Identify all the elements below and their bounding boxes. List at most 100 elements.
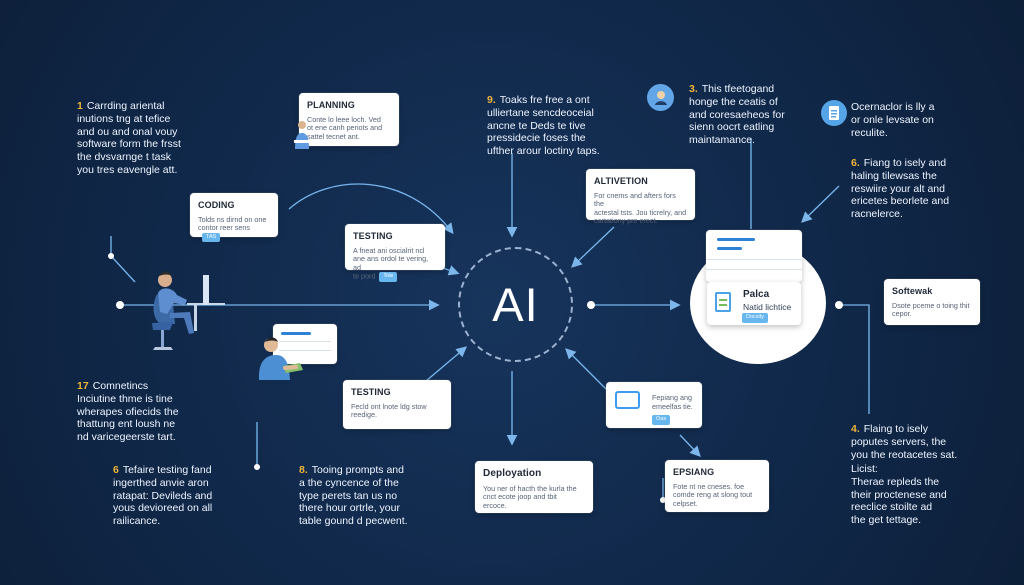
left-text-3-line-5: railicance. [113, 515, 161, 528]
middle-top-text-line-2: ulliertane sencdeoceial [487, 106, 594, 119]
coding-card-desc-1: Tolds ns dirnd on one [198, 214, 267, 224]
right-text-1-line-2: honge the ceatis of [689, 95, 778, 108]
middle-bottom-text-number: 8. [299, 464, 308, 476]
middle-top-text-line-4: pressidecie foses the [487, 132, 586, 145]
left-text-2-line-2: Inciutine thme is tine [77, 392, 173, 405]
left-text-3-line-3: ratapat: Devileds and [113, 489, 213, 502]
right-text-5-line-4: reeclice stoilte ad [851, 501, 933, 514]
left-text-2-line-3: wherapes ofiecids the [77, 405, 179, 418]
left-node-dot [116, 301, 124, 309]
testing-top-card-title: TESTING [353, 231, 393, 241]
user-preview-separator-2 [279, 350, 331, 351]
right-text-3-number: 6. [851, 157, 860, 169]
right-text-3-line-2: haling tilewsas the [851, 169, 937, 182]
code-window-pill: Oas [652, 415, 671, 425]
testing-bottom-card: TESTING Fecld ont lnote ldg stow reedige… [343, 380, 451, 429]
right-text-3-line-4: ericetes beorlete and [851, 195, 950, 208]
user-preview-separator-1 [279, 341, 331, 342]
left-text-2-line-5: nd varicegeerste tart. [77, 431, 176, 444]
middle-bottom-text-line-2: a the cyncence of the [299, 476, 399, 489]
deployation-card-desc-3: ercoce. [483, 500, 507, 510]
right-text-3: 6.Fiang to isely and haling tilewsas the… [851, 157, 961, 221]
right-text-5-line-1: Licist: [851, 463, 878, 475]
right-text-1-line-1: 3.This tfeetogand [689, 83, 775, 95]
ai-label: AI [492, 278, 539, 331]
document-avatar-icon [821, 100, 847, 126]
document-card-subtitle: Natid lichtice [743, 302, 792, 312]
left-text-1-line-4: software form the frsst [77, 138, 181, 151]
code-window-desc-1: Fepiang ang [652, 393, 692, 402]
right-text-1-number: 3. [689, 83, 698, 95]
software-card: Softewak Dsote pceme o toing thit cepor. [884, 279, 980, 325]
planning-card-title: PLANNING [307, 100, 355, 110]
preview-separator-1 [706, 259, 802, 260]
activation-card-desc-2: actestal tsts. Jou ticrelry, and [594, 207, 687, 217]
user-avatar-icon [647, 84, 674, 111]
testing-top-card-desc-2: ane ans ordol te vering, ad [353, 254, 429, 272]
right-text-4-line-1: 4.Flaing to isely [851, 423, 928, 435]
right-text-3-line-3: reswiire your alt and [851, 182, 945, 195]
right-text-1: 3.This tfeetogand honge the ceatis of an… [689, 83, 809, 147]
document-icon [715, 292, 731, 312]
left-text-1-line-5: the dvsvarnge t task [77, 151, 171, 164]
right-text-1-line-3: and coresaeheos for [689, 108, 785, 121]
activation-card-title: ALTIVETION [594, 176, 648, 186]
middle-top-text-number: 9. [487, 94, 496, 106]
coding-card-title: CODING [198, 200, 235, 210]
center-left-node-dot [587, 301, 595, 309]
testing-bottom-card-title: TESTING [351, 387, 391, 397]
left-text-1-line-3: and ou and onal vouy [77, 125, 178, 138]
middle-bottom-text-line-4: there hour ortrle, your [299, 502, 400, 515]
middle-top-text-line-1: 9.Toaks fre free a ont [487, 94, 590, 106]
code-window-card: Fepiang ang emeelfas tie. Oas [606, 382, 702, 428]
epsiang-card-desc-2: comde reng at slong tout [673, 490, 753, 500]
middle-bottom-text-line-5: table gound d pecwent. [299, 515, 408, 528]
testing-top-card-pill: Tole [379, 272, 398, 282]
right-text-3-line-1: 6.Fiang to isely and [851, 157, 947, 169]
planning-card-desc-1: Conte lo leee loch. Ved [307, 114, 381, 124]
right-text-5: Licist: Therae repleds the their procten… [851, 463, 966, 527]
developer-person-icon [152, 271, 225, 350]
right-text-1-line-5: maintamance. [689, 134, 755, 147]
document-card-title: Palca [743, 289, 770, 300]
software-card-title: Softewak [892, 286, 933, 296]
document-card: Palca Natid lichtice Docsity [707, 282, 801, 325]
lower-right-to-center [565, 348, 607, 390]
right-text-3-line-5: racnelerce. [851, 208, 903, 221]
middle-top-text-line-5: ufther arour loctiny taps. [487, 145, 600, 158]
code-window-icon [615, 391, 640, 409]
coding-card: CODING Tolds ns dirnd on one contor reer… [190, 193, 278, 243]
left-text-1-number: 1 [77, 100, 83, 112]
left-text-2-line-4: thattung ent loush ne [77, 418, 176, 431]
middle-bottom-text: 8.Tooing prompts and a the cyncence of t… [299, 464, 424, 528]
left-top-node-dot [108, 253, 114, 259]
deployation-card-desc-1: You ner of hacth the kurla the [483, 483, 577, 493]
right-text-2-line-2: or onle levsate on [851, 113, 934, 126]
activation-card: ALTIVETION For cnems and afters fors the… [586, 169, 695, 225]
document-avatar-glyph [829, 106, 839, 120]
user-preview-card [273, 324, 337, 364]
right-text-4-line-3: you the reotacetes sat. [851, 448, 958, 461]
left-text-3-line-2: ingerthed anvie aron [113, 476, 209, 489]
right-text-5-line-5: the get tettage. [851, 514, 922, 527]
right-node-dot [835, 301, 843, 309]
right-text-4: 4.Flaing to isely poputes servers, the y… [851, 423, 961, 461]
right-circle-out-line [839, 304, 870, 414]
document-card-pill: Docsity [742, 313, 769, 323]
epsiang-card-desc-1: Fote nt ne cneses. foe [673, 481, 745, 491]
deployation-card-desc-2: cnct ecote joop and tbit [483, 492, 557, 502]
deploy-to-bottom-arrow [679, 434, 701, 457]
left-text-3-number: 6 [113, 464, 119, 476]
epsiang-card-desc-3: celpset. [673, 498, 698, 508]
software-card-desc-2: cepor. [892, 309, 912, 319]
right-text-2: Ocernaclor is lly a or onle levsate on r… [851, 101, 956, 139]
planning-card-desc-3: sattel tecnet ant. [307, 131, 360, 141]
